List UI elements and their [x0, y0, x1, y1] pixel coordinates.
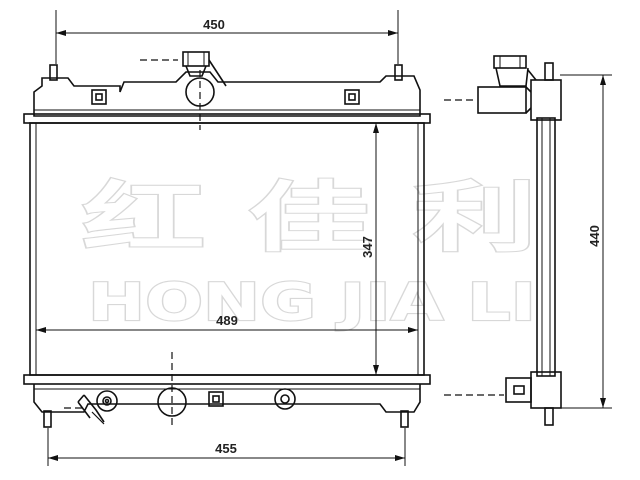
top-tank	[33, 71, 421, 117]
mount-post-top-right	[394, 64, 403, 81]
bottom-header-plate	[23, 374, 431, 385]
filler-cap	[182, 51, 210, 67]
side-bottom-tank	[530, 371, 562, 409]
bottom-tank	[33, 384, 421, 413]
side-filler-cap	[493, 55, 527, 69]
side-bottom-outlet	[505, 377, 532, 403]
side-bottom-post	[544, 407, 554, 426]
side-top-post	[544, 62, 554, 81]
bottom-bracket	[208, 391, 224, 407]
side-core	[536, 117, 556, 377]
mount-post-bottom-left	[43, 410, 52, 428]
mount-post-bottom-right	[400, 410, 409, 428]
top-bracket-left	[91, 89, 107, 105]
filler-neck	[185, 65, 207, 77]
watermark-latin: HONG JIA LI	[88, 273, 536, 333]
side-top-inlet	[477, 86, 527, 114]
watermark-chinese: 红 佳 利	[82, 173, 537, 262]
dim-label-top-width: 450	[203, 17, 225, 32]
drain-fitting	[77, 394, 105, 423]
dim-label-bottom-width: 455	[215, 441, 237, 456]
side-view	[444, 55, 562, 426]
front-view	[23, 51, 431, 428]
bottom-fitting-right	[274, 388, 296, 410]
watermark: 红 佳 利 HONG JIA LI	[81, 172, 538, 334]
dim-label-core-width: 489	[216, 313, 238, 328]
overflow-tube	[208, 59, 227, 87]
top-bracket-right	[344, 89, 360, 105]
drain-plug	[96, 390, 118, 412]
dim-label-core-height: 347	[360, 236, 375, 258]
dimension-lines	[36, 10, 612, 466]
mount-post-top-left	[49, 64, 58, 81]
dim-label-total-height: 440	[587, 225, 602, 247]
side-top-tank	[530, 79, 562, 121]
